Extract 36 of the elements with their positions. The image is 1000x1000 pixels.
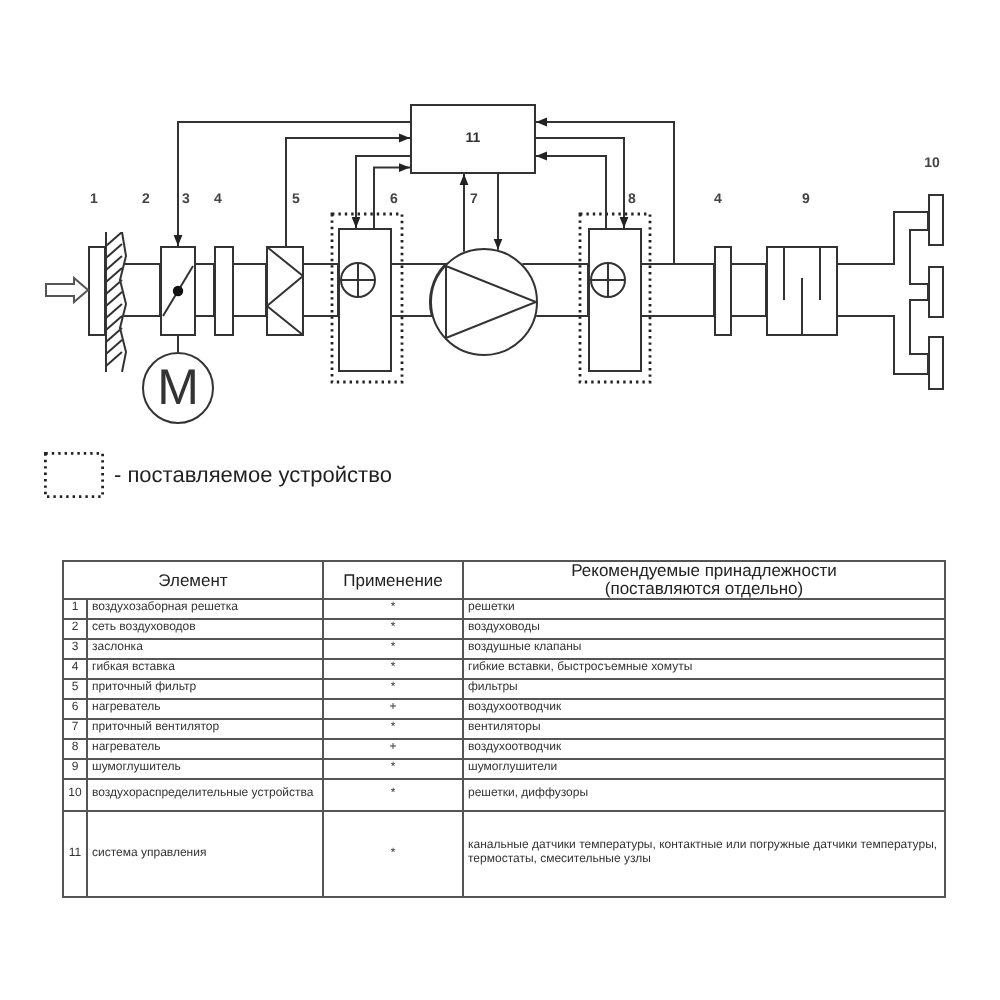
damper-symbol — [160, 246, 196, 336]
air-duct — [303, 263, 339, 317]
legend-label: - поставляемое устройство — [114, 462, 392, 488]
block-arrow — [45, 275, 90, 305]
heater-symbol — [588, 228, 642, 372]
air-duct — [233, 263, 267, 317]
connector-line — [177, 335, 179, 353]
air-duct — [123, 263, 161, 317]
motor-symbol: M — [142, 352, 214, 424]
intake-grille — [88, 232, 128, 372]
air-duct — [521, 263, 589, 317]
flexible-connector — [214, 246, 234, 336]
arrow — [285, 133, 411, 247]
air-duct — [641, 263, 715, 317]
air-duct — [731, 263, 767, 317]
air-diffuser — [928, 266, 944, 318]
arrow — [535, 151, 607, 229]
column-header: Элемент — [63, 561, 323, 599]
air-diffuser — [928, 194, 944, 246]
arrow — [373, 163, 411, 229]
fan-symbol — [430, 248, 538, 356]
air-duct — [195, 263, 215, 317]
heater-symbol — [338, 228, 392, 372]
column-header: Рекомендуемые принадлежности (поставляются отдельно) — [463, 561, 945, 599]
filter-symbol — [266, 246, 304, 336]
air-diffuser — [928, 336, 944, 390]
column-header: Применение — [323, 561, 463, 599]
arrow — [173, 121, 411, 247]
arrow — [493, 173, 503, 251]
flexible-connector — [714, 246, 732, 336]
silencer-symbol — [766, 246, 838, 336]
air-duct — [391, 263, 447, 317]
arrow — [351, 155, 411, 229]
arrow — [535, 137, 629, 229]
arrow — [459, 173, 469, 253]
arrow — [535, 117, 675, 265]
